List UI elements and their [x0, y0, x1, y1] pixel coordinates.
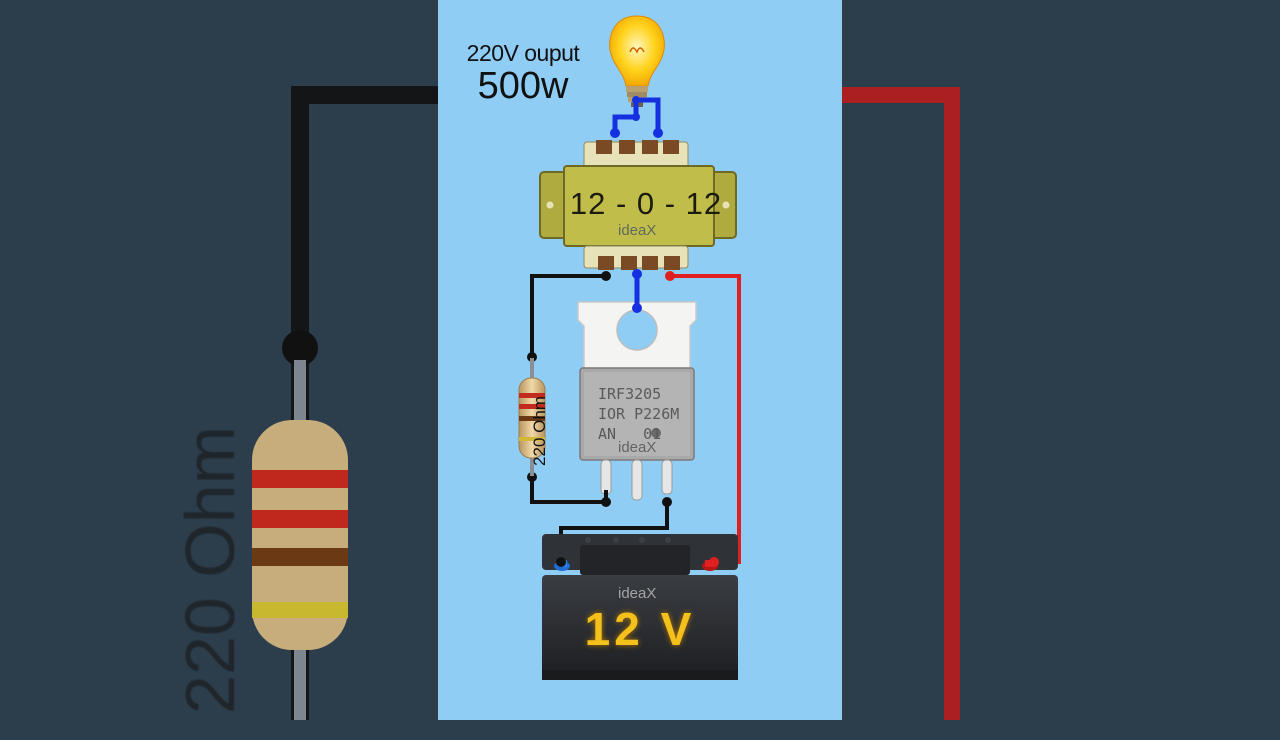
light-bulb-icon	[609, 15, 665, 107]
backdrop-side-label: 220 Ohm	[171, 426, 249, 714]
mosfet-line-3: AN 01	[598, 425, 662, 443]
mosfet-part-number: IRF3205	[598, 385, 662, 403]
mosfet-marking: IRF3205 IOR P226M AN 01	[598, 384, 708, 444]
circuit-diagram	[518, 15, 741, 680]
output-voltage-label: 220V ouput	[466, 40, 580, 66]
battery-voltage-label: 12 V	[584, 603, 696, 655]
mosfet-watermark: ideaX	[618, 439, 657, 456]
resistor-icon	[518, 358, 546, 476]
bulb-wires	[612, 97, 661, 135]
output-spec: 220V ouput 500w	[458, 40, 588, 108]
battery-icon	[542, 534, 738, 680]
circuit-panel: 220V ouput 500w 12 - 0 - 12 ideaX IRF320…	[438, 0, 842, 720]
transformer-watermark: ideaX	[618, 222, 657, 239]
mosfet-line-2: IOR P226M	[598, 405, 680, 423]
mosfet-icon	[577, 301, 697, 501]
output-power-label: 500w	[477, 65, 569, 107]
transformer-icon	[539, 140, 737, 270]
resistor-label: 220 Ohm	[530, 396, 549, 466]
battery-watermark: ideaX	[618, 585, 657, 602]
transformer-label: 12 - 0 - 12	[569, 186, 723, 221]
